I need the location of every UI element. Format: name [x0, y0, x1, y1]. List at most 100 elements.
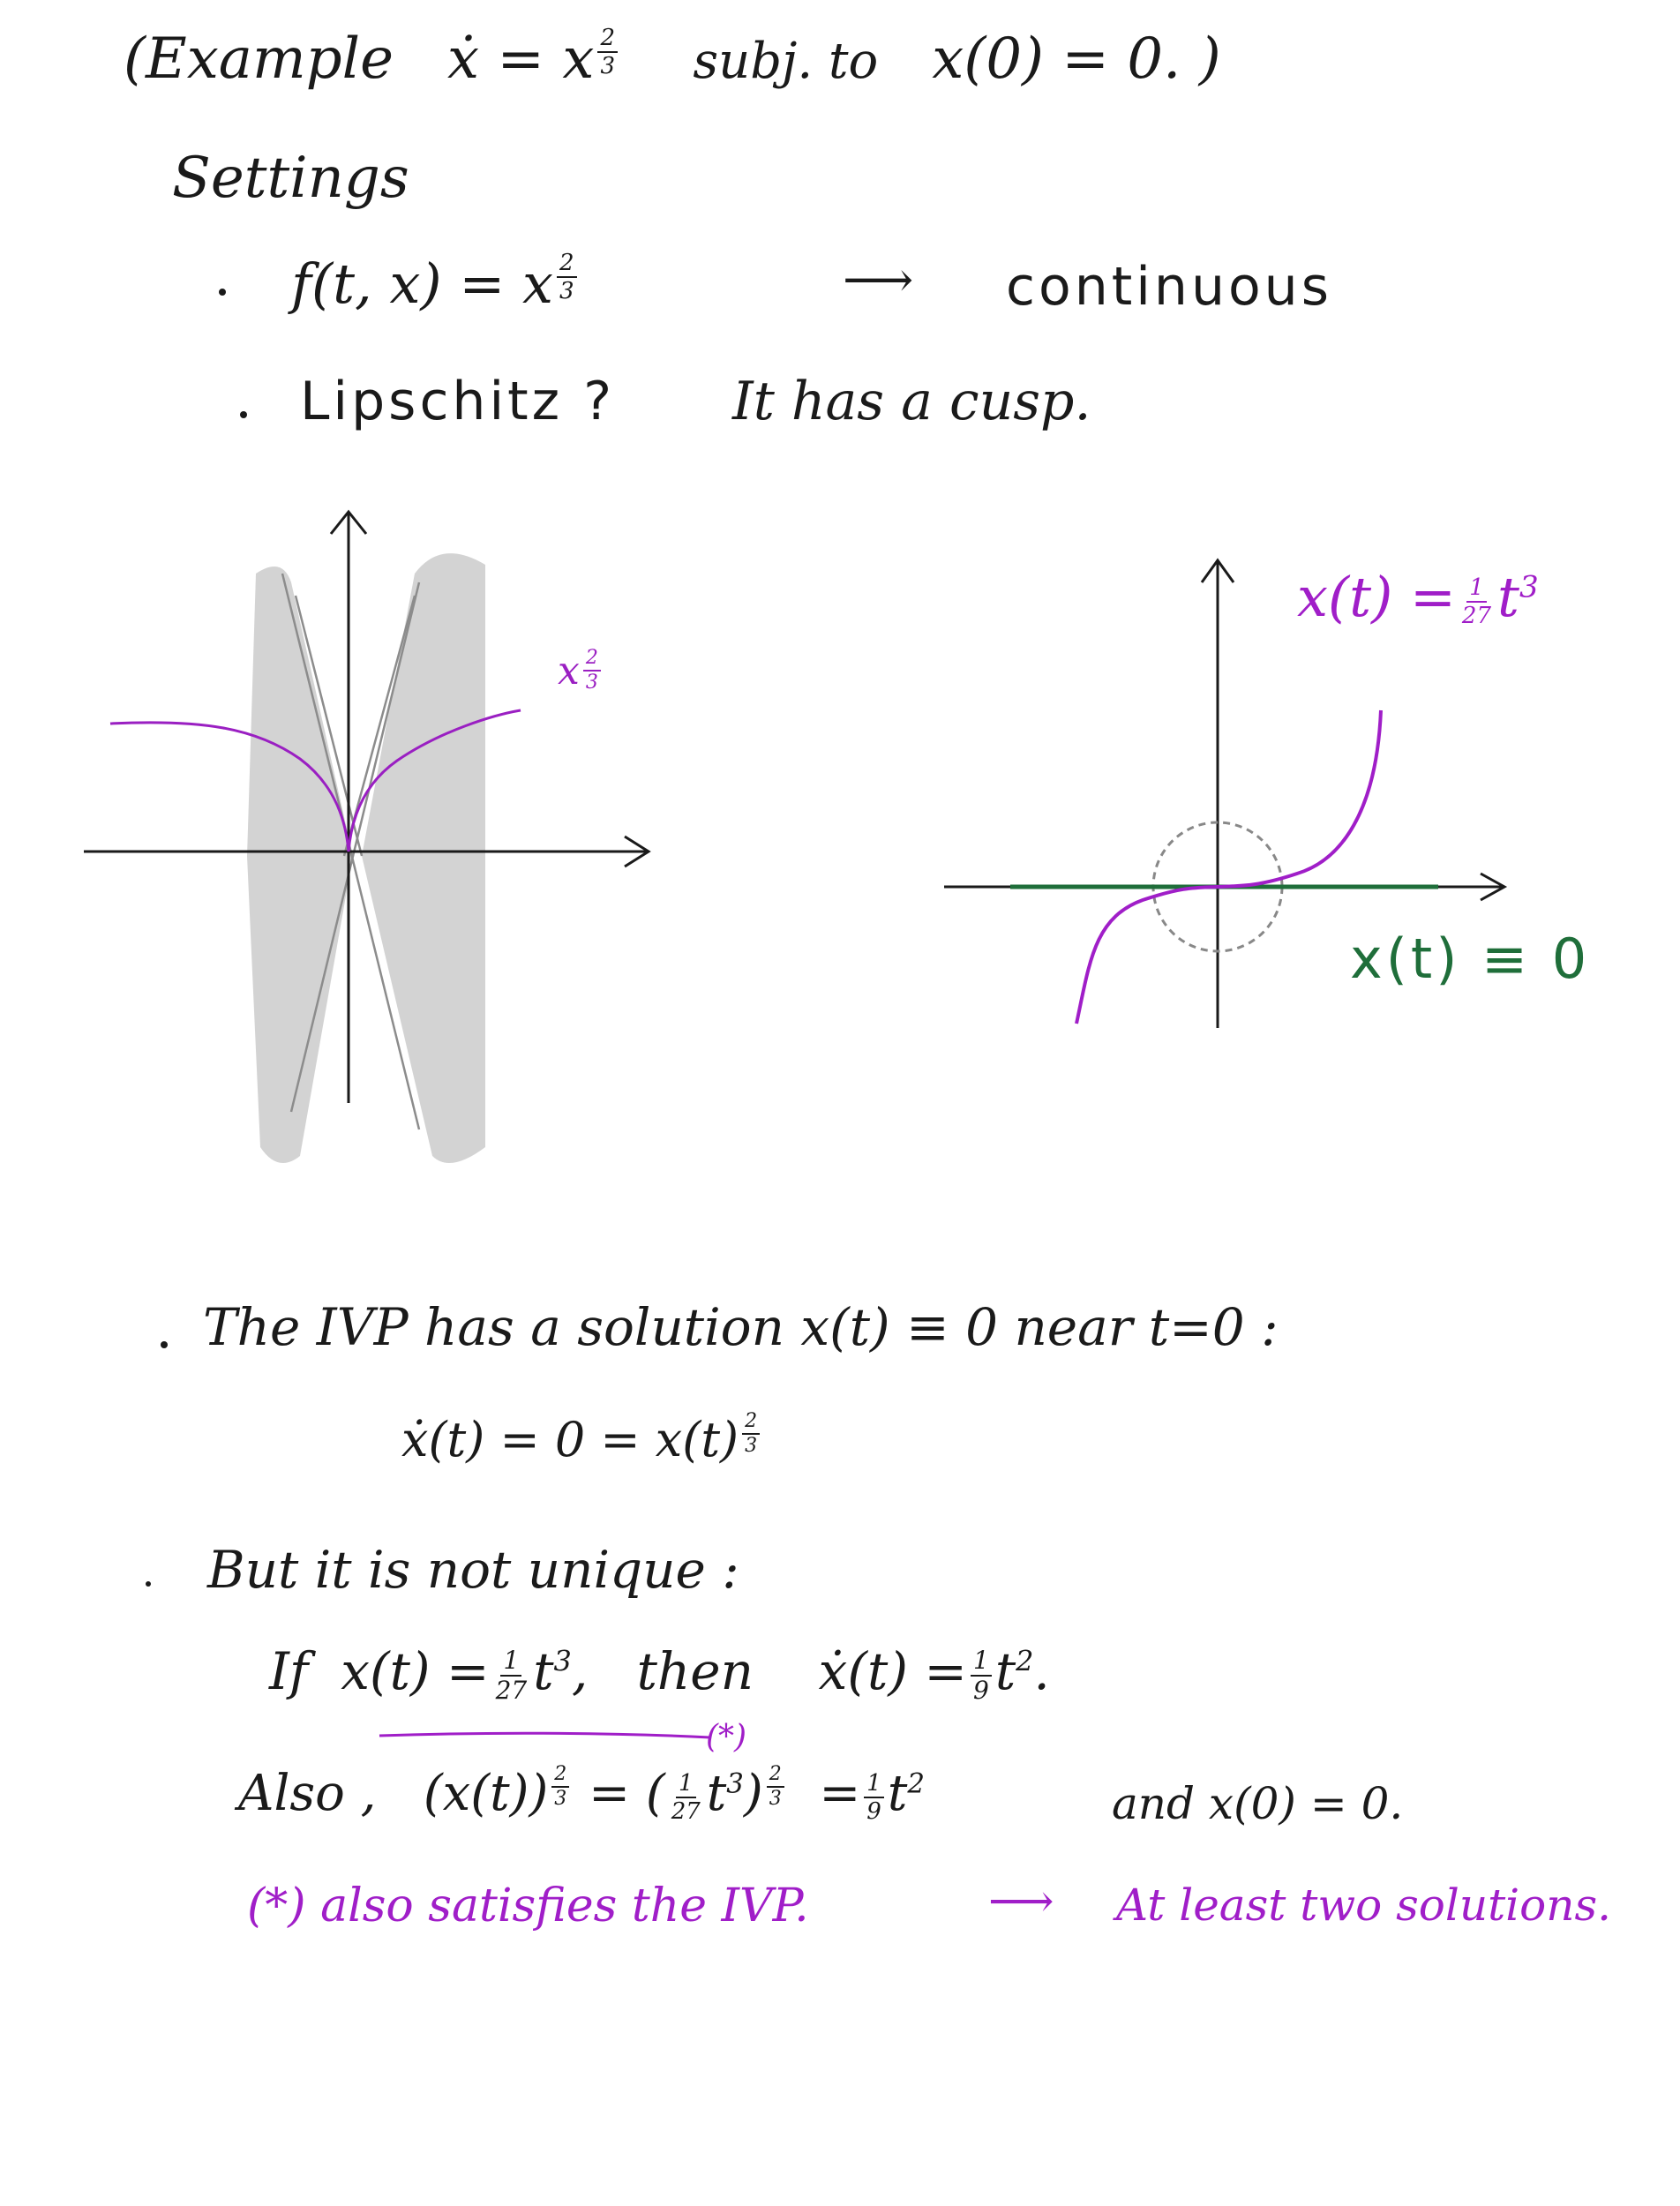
also-exp-den: 3: [554, 1788, 567, 1810]
zero-check-exp-den: 3: [745, 1435, 758, 1457]
title-close-paren: ): [1198, 26, 1221, 92]
title-label: Example: [145, 26, 394, 92]
title-initial-condition: x(0) = 0.: [932, 26, 1181, 92]
graph-left-cone-lines: [281, 573, 421, 1130]
if-frac-den: 27: [495, 1675, 528, 1705]
graph-left-shade: [247, 553, 485, 1163]
body-not-unique: But it is not unique :: [207, 1540, 739, 1600]
if-word: If: [269, 1641, 309, 1701]
graph-right-zero-label: x(t) ≡ 0: [1350, 927, 1591, 991]
also-exp-num: 2: [551, 1765, 570, 1788]
settings-f-definition: f(t, x) = x: [291, 251, 553, 316]
graph-left-curve: [109, 709, 521, 852]
body-conclusion-left: (*) also satisfies the IVP.: [247, 1880, 809, 1932]
also-exp2-den: 3: [769, 1788, 782, 1810]
settings-arrow: ⟶: [843, 251, 914, 309]
also-eq2: =: [819, 1765, 861, 1822]
if-lhs: x(t) =: [341, 1641, 490, 1701]
cone-line-2: [289, 582, 421, 1113]
cubic-label-exp: 3: [1519, 569, 1539, 605]
if-t: t: [533, 1641, 554, 1701]
body-star-underline: [379, 1731, 711, 1739]
also-close: ): [743, 1765, 763, 1822]
then-t: t: [994, 1641, 1016, 1701]
settings-continuous: continuous: [1006, 256, 1332, 318]
cone-line-3: [294, 595, 364, 857]
shade-left-blob: [247, 567, 353, 1163]
settings-bullet-1: [219, 289, 226, 296]
graph-left: [84, 509, 651, 1163]
if-comma: ,: [571, 1641, 589, 1701]
settings-f-exp-den: 3: [559, 278, 574, 304]
graph-right-x-arrow: [1480, 872, 1508, 902]
cubic-label-t: t: [1497, 565, 1519, 629]
also-t3: t: [706, 1765, 727, 1822]
body-star-tag: (*): [706, 1719, 747, 1755]
zero-check-exp-num: 2: [742, 1412, 761, 1435]
also-frac-den: 27: [671, 1797, 701, 1825]
body-conclusion-arrow: ⟶: [988, 1875, 1054, 1928]
title-subj: subj. to: [693, 33, 879, 90]
settings-lipschitz: Lipschitz ?: [300, 371, 616, 432]
title-equation: ẋ = x: [446, 26, 595, 92]
also-eq1: = (: [589, 1765, 665, 1822]
then-word: then: [636, 1641, 754, 1701]
then-frac-den: 9: [972, 1675, 989, 1705]
body-conclusion-right: At least two solutions.: [1116, 1880, 1612, 1931]
settings-bullet-2: [240, 411, 247, 418]
body-also-initial-condition: and x(0) = 0.: [1112, 1778, 1404, 1829]
graph-left-label-exp-den: 3: [585, 672, 598, 694]
title-open-paren: (: [124, 26, 146, 92]
title-exp-den: 3: [600, 53, 616, 79]
also-frac2-den: 9: [866, 1797, 881, 1825]
body-bullet-1: [161, 1341, 168, 1348]
settings-heading: Settings: [172, 146, 409, 211]
body-ivp-solution: The IVP has a solution x(t) ≡ 0 near t=0…: [203, 1297, 1279, 1357]
also-t2: t: [887, 1765, 908, 1822]
then-end: .: [1033, 1641, 1050, 1701]
also-exp2-num: 2: [766, 1765, 784, 1788]
then-exp: 2: [1016, 1644, 1034, 1678]
graph-left-label-base: x: [558, 649, 580, 694]
also-lhs: (x(t)): [423, 1765, 549, 1822]
cubic-label-frac-num: 1: [1466, 576, 1487, 603]
then-frac-num: 1: [970, 1647, 992, 1677]
graph-right-cubic-curve: [1075, 709, 1383, 1024]
cubic-label-lhs: x(t) =: [1297, 565, 1456, 629]
graph-right-y-arrow: [1200, 558, 1235, 583]
graph-left-label-exp-num: 2: [582, 649, 601, 672]
then-lhs: ẋ(t) =: [818, 1641, 967, 1701]
also-word: Also ,: [238, 1765, 377, 1822]
settings-f-exp-num: 2: [556, 251, 577, 278]
also-t3-exp: 3: [726, 1767, 744, 1800]
graph-right: [944, 558, 1508, 1028]
title-exp-num: 2: [597, 26, 619, 53]
body-bullet-2: [146, 1581, 151, 1587]
cubic-label-frac-den: 27: [1461, 602, 1492, 629]
graph-left-axes: [84, 509, 651, 1103]
also-frac2-num: 1: [864, 1772, 884, 1798]
graph-left-y-arrow: [329, 509, 368, 535]
shade-right-blob: [362, 553, 485, 1163]
also-frac-num: 1: [675, 1772, 696, 1798]
settings-cusp-note: It has a cusp.: [732, 371, 1091, 432]
also-t2-exp: 2: [907, 1767, 925, 1800]
if-exp: 3: [553, 1644, 572, 1678]
graph-left-x-arrow: [624, 835, 651, 868]
